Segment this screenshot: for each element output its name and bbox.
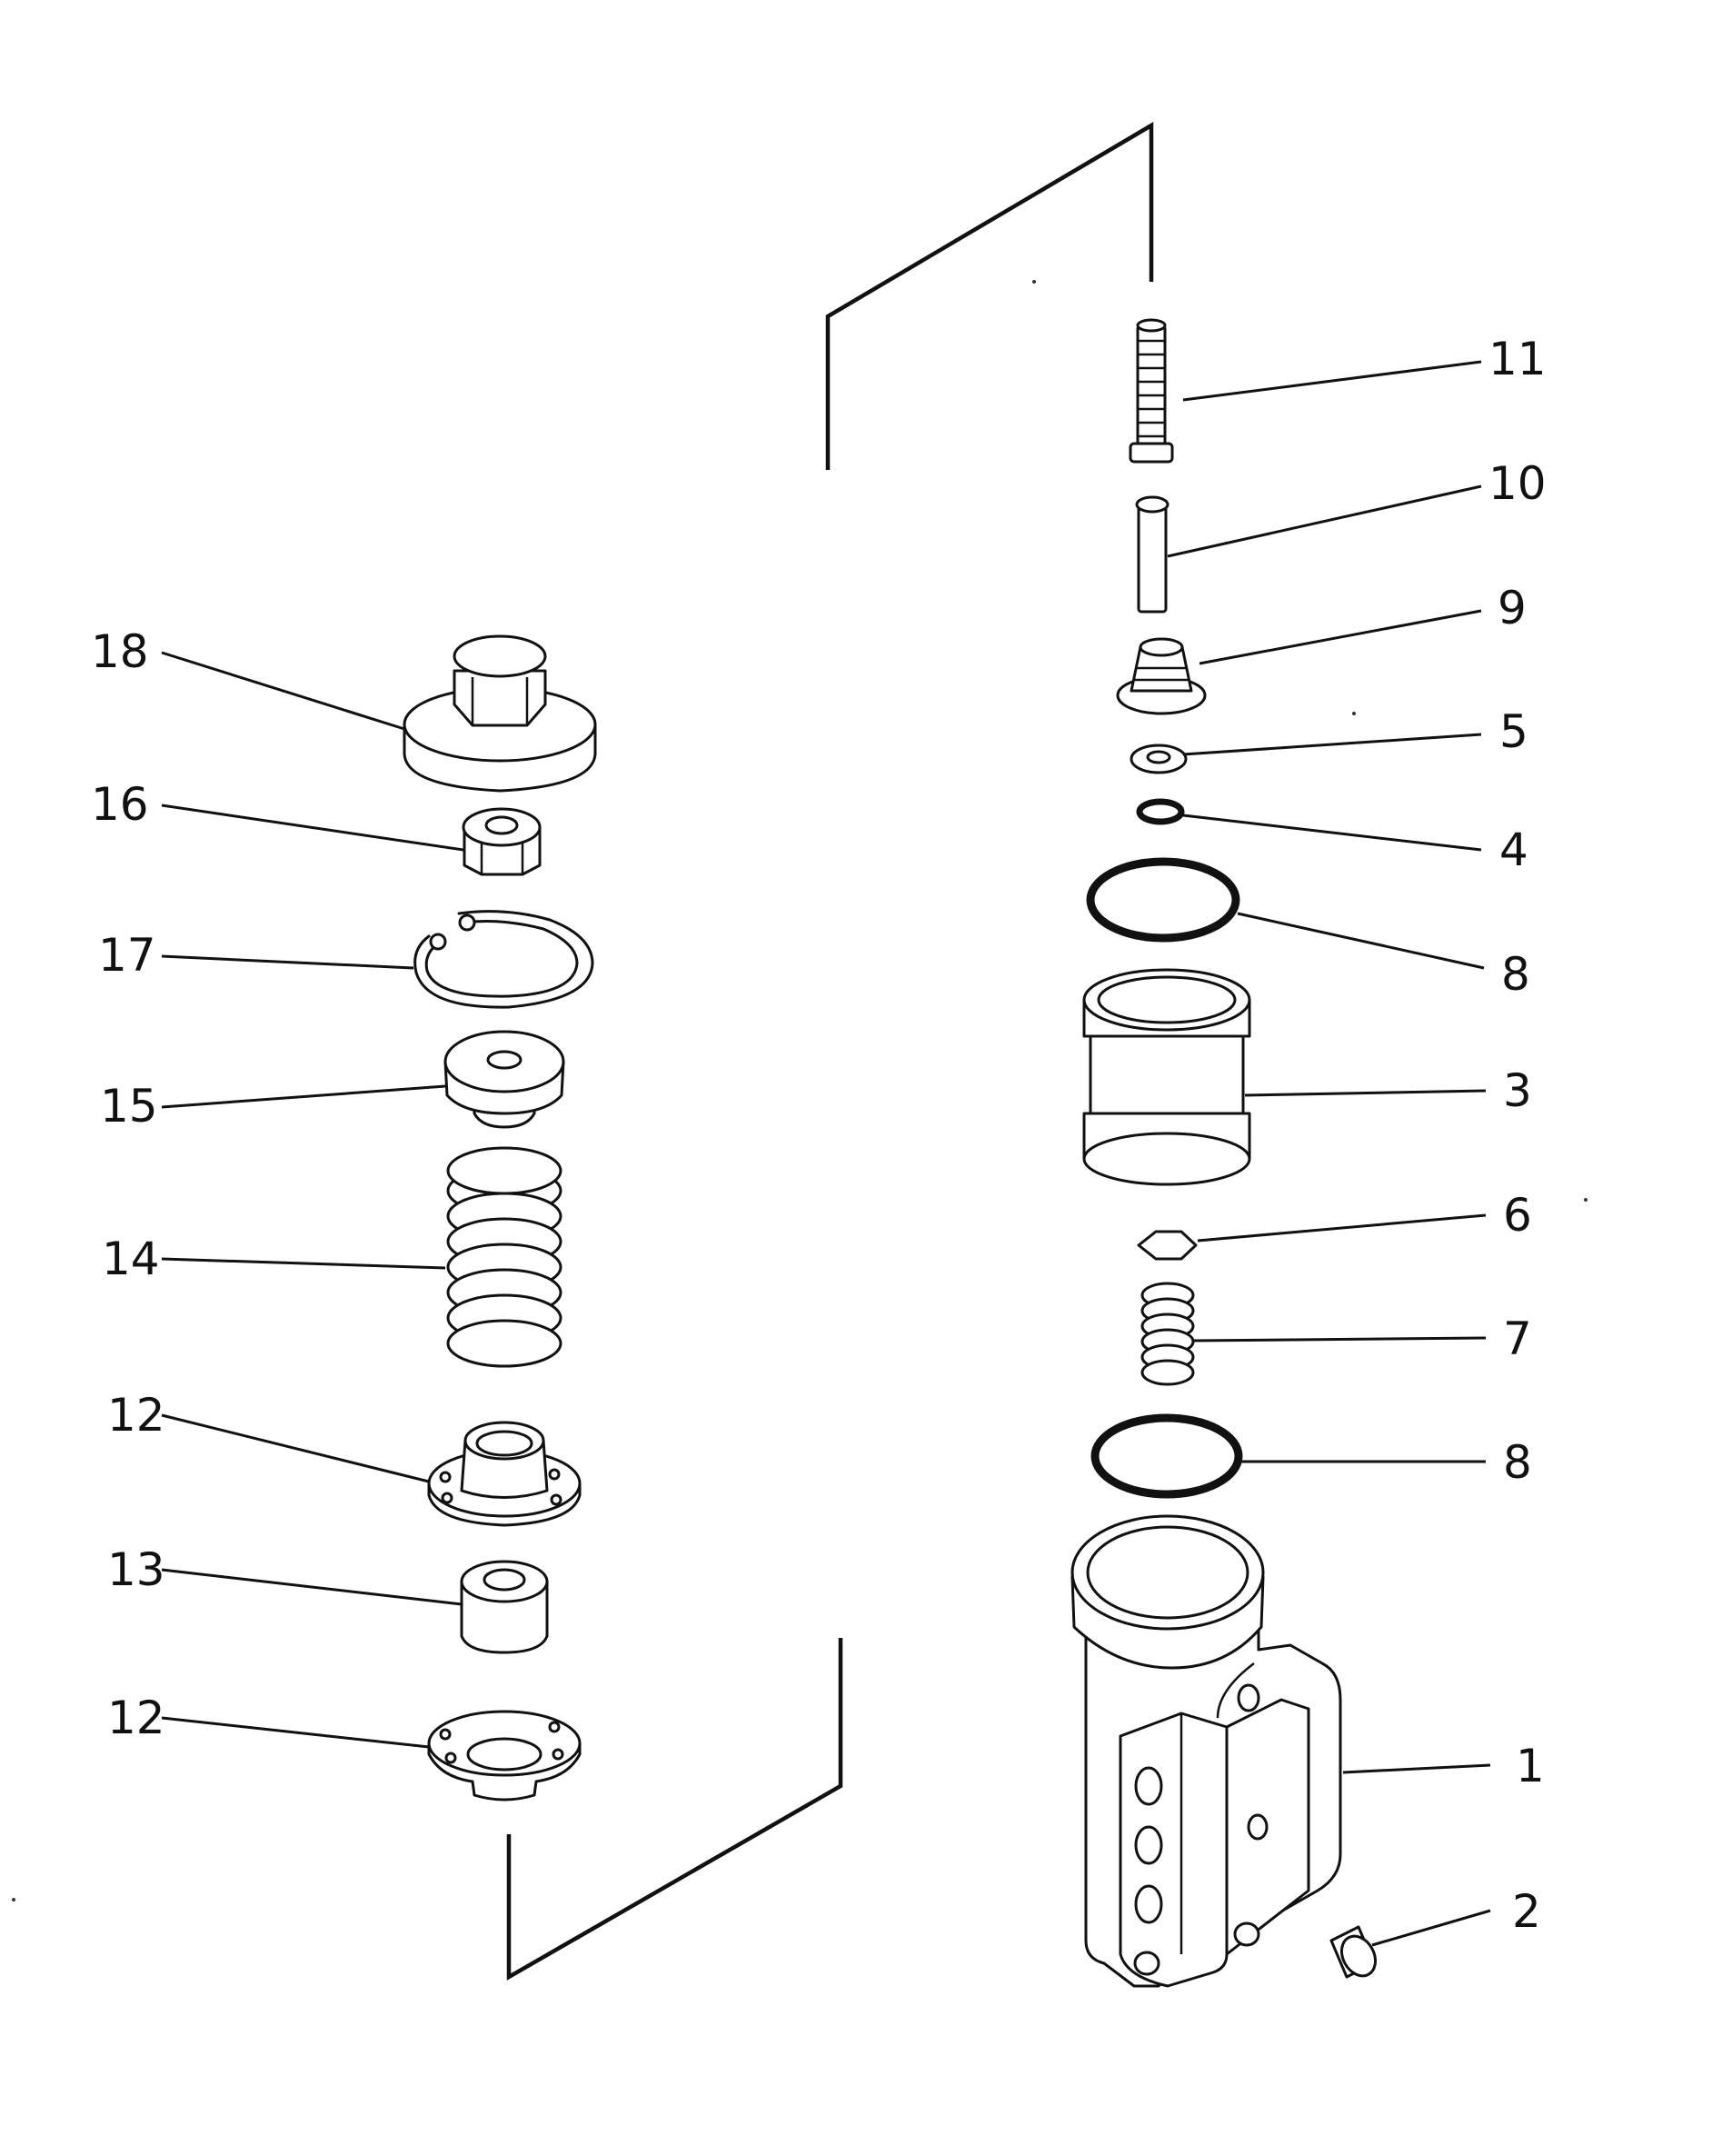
callout-7: 7 [1503, 1313, 1532, 1365]
part-6-hex-stop [1137, 1230, 1198, 1261]
callout-11: 11 [1488, 333, 1547, 385]
callout-8-upper: 8 [1501, 948, 1530, 1001]
callout-17: 17 [98, 929, 156, 982]
callout-6: 6 [1503, 1189, 1532, 1242]
callout-14: 14 [102, 1233, 160, 1285]
part-8-o-ring-lower [1090, 1413, 1243, 1499]
callout-4: 4 [1499, 823, 1528, 876]
callout-8-lower: 8 [1503, 1436, 1532, 1489]
part-7-spring [1140, 1282, 1195, 1386]
part-10-pin [1135, 495, 1170, 614]
callout-1: 1 [1516, 1740, 1545, 1792]
callout-12-upper: 12 [107, 1389, 165, 1442]
callout-10: 10 [1488, 457, 1547, 510]
part-18-cap [403, 634, 597, 793]
lower-assembly-bracket [506, 1638, 843, 1981]
part-17-snap-ring [413, 910, 594, 1009]
callout-18: 18 [91, 625, 149, 678]
part-14-spring [446, 1146, 562, 1368]
part-11-screw [1129, 318, 1174, 464]
upper-assembly-bracket [825, 122, 1154, 470]
part-9-spring-seat [1116, 637, 1207, 715]
callout-12-lower: 12 [107, 1692, 165, 1744]
part-2-plug [1329, 1925, 1377, 1979]
callout-3: 3 [1503, 1064, 1532, 1117]
scan-specks [12, 280, 1588, 1901]
part-8-o-ring-upper [1086, 857, 1240, 943]
callout-13: 13 [107, 1543, 165, 1596]
part-15-piston [443, 1030, 565, 1129]
callout-15: 15 [100, 1080, 158, 1133]
part-1-valve-body [1070, 1514, 1342, 1988]
part-3-sleeve [1082, 968, 1251, 1186]
leader-lines [161, 360, 1491, 1947]
part-4-ring [1136, 798, 1185, 825]
callout-2: 2 [1512, 1885, 1541, 1938]
callout-9: 9 [1498, 582, 1527, 634]
part-13-bushing [460, 1560, 549, 1654]
part-12-seat-lower [427, 1710, 582, 1802]
callout-16: 16 [91, 778, 149, 831]
part-16-nut [462, 807, 542, 876]
callout-5: 5 [1499, 705, 1528, 758]
part-5-washer [1130, 744, 1188, 774]
part-12-seat-upper [427, 1421, 582, 1527]
